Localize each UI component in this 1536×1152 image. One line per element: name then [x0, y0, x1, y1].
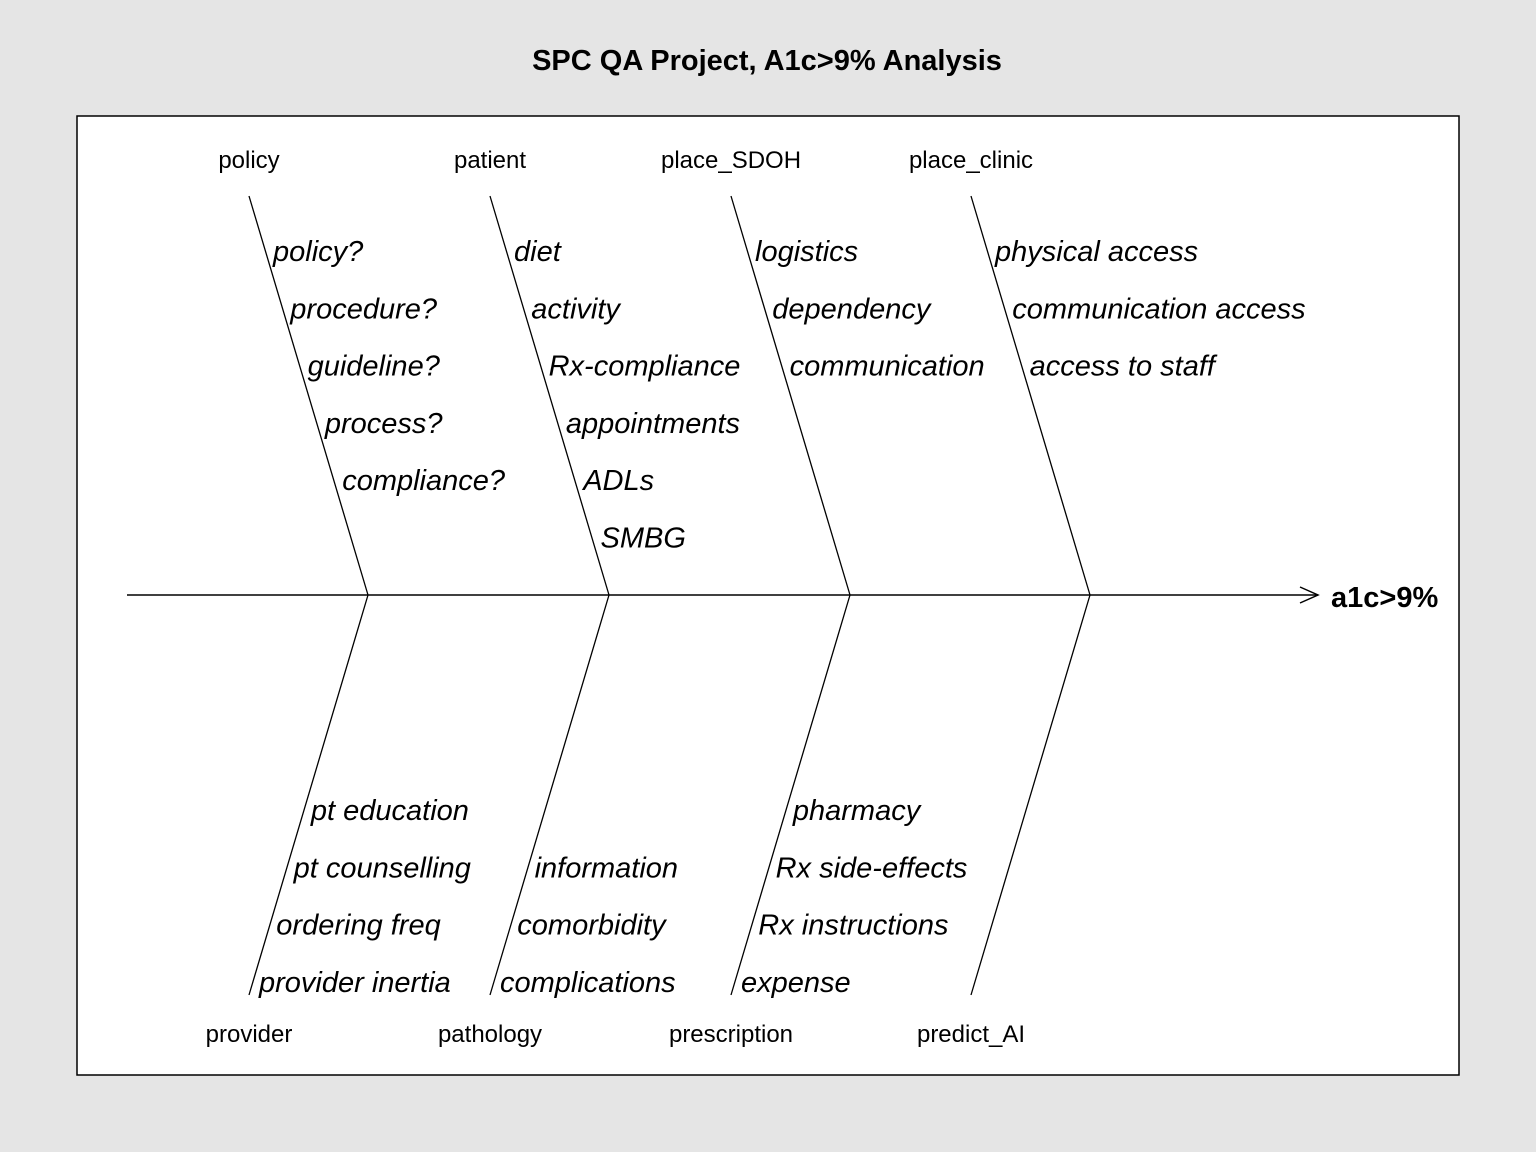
cause-label: information — [535, 852, 678, 884]
cause-label: guideline? — [308, 351, 441, 383]
branch-bone — [730, 594, 851, 996]
branch-bone — [970, 195, 1091, 596]
cause-label: access to staff — [1030, 351, 1218, 383]
cause-label: comorbidity — [517, 910, 667, 942]
branch-bone — [489, 195, 610, 596]
cause-label: provider inertia — [258, 967, 451, 999]
category-label: predict_AI — [917, 1021, 1025, 1048]
cause-label: SMBG — [601, 523, 686, 555]
cause-label: policy? — [272, 236, 364, 268]
category-label: place_SDOH — [661, 147, 801, 174]
cause-label: activity — [531, 293, 621, 325]
category-label: policy — [218, 147, 279, 174]
cause-label: Rx-compliance — [549, 351, 741, 383]
diagram-title: SPC QA Project, A1c>9% Analysis — [532, 45, 1002, 77]
cause-label: diet — [514, 236, 563, 268]
branch-bone — [248, 594, 369, 996]
cause-label: compliance? — [342, 465, 506, 497]
category-label: prescription — [669, 1021, 793, 1048]
category-label: provider — [206, 1021, 293, 1048]
category-label: patient — [454, 147, 526, 174]
branch-bone — [970, 594, 1091, 996]
branch-bone — [248, 195, 369, 596]
cause-label: communication — [790, 351, 985, 383]
cause-label: pharmacy — [792, 795, 922, 827]
cause-label: Rx side-effects — [776, 852, 968, 884]
cause-label: Rx instructions — [758, 910, 948, 942]
spine-arrowhead — [1299, 586, 1320, 604]
category-label: pathology — [438, 1021, 542, 1048]
cause-label: ADLs — [581, 465, 654, 497]
branch-bone — [730, 195, 851, 596]
cause-label: ordering freq — [276, 910, 440, 942]
cause-label: physical access — [994, 236, 1198, 268]
cause-label: complications — [500, 967, 676, 999]
cause-label: procedure? — [289, 293, 438, 325]
cause-label: dependency — [772, 293, 932, 325]
branch-bone — [489, 594, 610, 996]
category-label: place_clinic — [909, 147, 1033, 174]
cause-label: pt education — [310, 795, 469, 827]
cause-label: appointments — [566, 408, 740, 440]
cause-label: communication access — [1012, 293, 1305, 325]
cause-label: process? — [324, 408, 444, 440]
cause-label: expense — [741, 967, 851, 999]
effect-label: a1c>9% — [1331, 582, 1438, 614]
cause-label: logistics — [755, 236, 858, 268]
cause-label: pt counselling — [293, 852, 471, 884]
